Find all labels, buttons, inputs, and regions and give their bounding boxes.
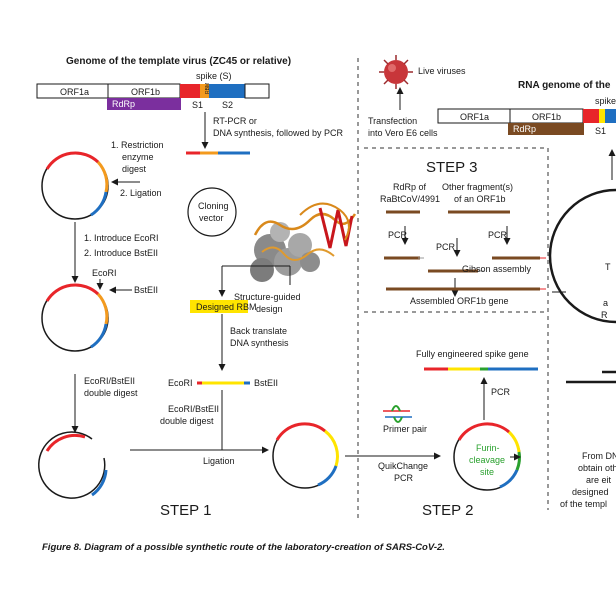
structure-guided-1: Structure-guided [234,292,301,302]
spike-label-right: spike [595,96,616,106]
restriction-1: 1. Restriction [111,140,164,150]
virus-icon [379,55,413,89]
transfection-1: Transfection [368,116,417,126]
rdrp-right-block [508,123,584,135]
s1-right: S1 [595,126,606,136]
primer-pair-label: Primer pair [383,424,427,434]
genome-title: Genome of the template virus (ZC45 or re… [66,56,291,67]
structure-guided-2: design [256,304,283,314]
back-translate-1: Back translate [230,326,287,336]
plasmid-4 [272,422,339,489]
restriction-2: enzyme [122,152,154,162]
fully-engineered-label: Fully engineered spike gene [416,349,529,359]
furin-3: site [480,467,494,477]
back-translate-2: DNA synthesis [230,338,289,348]
orf1b-label: ORF1b [131,87,160,97]
s1-label: S1 [192,100,203,110]
from-dna-5: of the templ [560,499,607,509]
rdrp-block [107,98,181,110]
plasmid-3-open [38,431,108,499]
ligation-label: Ligation [203,456,235,466]
cloning-vector [187,187,237,237]
ligation-step: 2. Ligation [120,188,162,198]
genome-tail [244,83,270,99]
bsteii-label-1: BstEII [134,285,158,295]
other-fragments-1: Other fragment(s) [442,182,513,192]
designed-rbm-label: Designed RBM [196,302,257,312]
gibson-label: Gibson assembly [462,264,532,274]
double-digest-2a: EcoRI/BstEII [168,404,219,414]
s2-label: S2 [222,100,233,110]
pcr-c: PCR [488,230,508,240]
spike-label: spike (S) [196,71,232,81]
furin-2: cleavage [469,455,505,465]
plasmid-2 [41,283,109,352]
r-letter: R [601,310,608,320]
live-viruses-label: Live viruses [418,66,466,76]
figure-caption: Figure 8. Diagram of a possible syntheti… [42,542,445,553]
step2-title: STEP 2 [422,502,473,519]
ecori-label-2: EcoRI [168,378,193,388]
step1-title: STEP 1 [160,502,211,519]
pcr-b: PCR [436,242,456,252]
designed-rbm-box [190,300,248,313]
double-digest-1b: double digest [84,388,138,398]
other-fragments-2: of an ORF1b [454,194,506,204]
rtpcr-line1: RT-PCR or [213,116,257,126]
rdrp-of-2: RaBtCoV/4991 [380,194,440,204]
spike-s1-red [180,84,200,98]
assembled-label: Assembled ORF1b gene [410,296,509,306]
t-letter: T [605,262,611,272]
plasmid-1 [41,151,109,220]
from-dna-2: obtain oth [578,463,616,473]
a-letter: a [603,298,608,308]
spike-s2-blue [209,84,245,98]
step3-title: STEP 3 [426,159,477,176]
rdrp-label: RdRp [112,99,135,109]
pcr-a: PCR [388,230,408,240]
restriction-3: digest [122,164,147,174]
orf1a-label: ORF1a [60,87,89,97]
rtpcr-line2: DNA synthesis, followed by PCR [213,128,344,138]
quikchange-1: QuikChange [378,461,428,471]
rdrp-right-label: RdRp [513,124,536,134]
bsteii-label-2: BstEII [254,378,278,388]
introduce-2: 2. Introduce BstEII [84,248,158,258]
pcr-step2: PCR [491,387,511,397]
double-digest-1a: EcoRI/BstEII [84,376,135,386]
cloning-vector-1: Cloning [198,201,229,211]
orf1a-right: ORF1a [460,112,489,122]
rna-genome-title: RNA genome of the [518,80,611,91]
quikchange-2: PCR [394,473,414,483]
ecori-label-1: EcoRI [92,268,117,278]
cloning-vector-2: vector [199,213,224,223]
introduce-1: 1. Introduce EcoRI [84,233,159,243]
rdrp-of-1: RdRp of [393,182,427,192]
furin-1: Furin- [476,443,500,453]
transfection-2: into Vero E6 cells [368,128,438,138]
partial-plasmid-right [548,188,616,324]
rbm-label: RBM [205,83,211,94]
from-dna-3: are eit [586,475,612,485]
primer-pair-icon [383,405,412,423]
from-dna-4: designed [572,487,609,497]
double-digest-2b: double digest [160,416,214,426]
from-dna-1: From DN [582,451,616,461]
rbm-block [200,84,209,98]
protein-structure-image [250,202,357,282]
orf1b-right: ORF1b [532,112,561,122]
